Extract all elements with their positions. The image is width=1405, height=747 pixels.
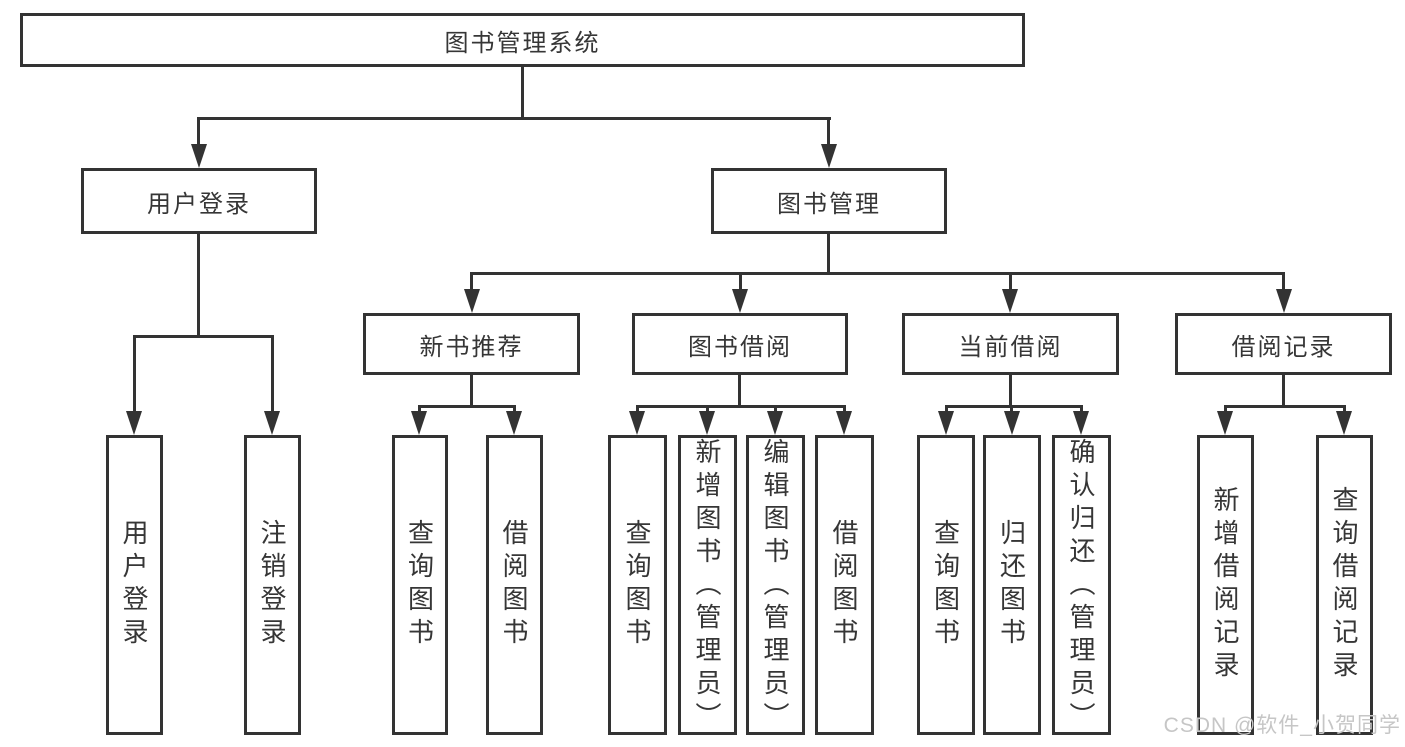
leaf-logout: 注销登录 xyxy=(244,435,301,735)
edge-stem xyxy=(738,375,741,407)
arrow-down-icon xyxy=(1217,411,1233,435)
edge-rail xyxy=(945,405,1083,408)
arrow-down-icon xyxy=(821,144,837,168)
edge-drop xyxy=(513,405,516,414)
arrow-down-icon xyxy=(767,411,783,435)
leaf-return-books: 归还图书 xyxy=(983,435,1041,735)
edge-root-stem xyxy=(521,67,524,119)
edge-drop xyxy=(827,117,830,147)
leaf-confirm-return-admin: 确认归还（管理员） xyxy=(1052,435,1111,735)
edge-rail xyxy=(1224,405,1346,408)
leaf-borrow-books-recommend: 借阅图书 xyxy=(486,435,543,735)
leaf-query-books-current: 查询图书 xyxy=(917,435,975,735)
edge-stem xyxy=(827,234,830,275)
arrow-down-icon xyxy=(464,289,480,313)
edge-drop xyxy=(1009,272,1012,292)
edge-drop xyxy=(133,335,136,413)
leaf-query-borrow-record: 查询借阅记录 xyxy=(1316,435,1373,735)
edge-drop xyxy=(1080,405,1083,414)
edge-drop xyxy=(271,335,274,413)
node-new-book-recommendation: 新书推荐 xyxy=(363,313,580,375)
edge-rail xyxy=(418,405,516,408)
watermark: CSDN @软件_小贺同学 xyxy=(1163,714,1401,737)
node-current-borrowing: 当前借阅 xyxy=(902,313,1119,375)
edge-drop xyxy=(945,405,948,414)
edge-drop xyxy=(739,272,742,292)
edge-stem xyxy=(197,234,200,338)
node-user-login: 用户登录 xyxy=(81,168,317,234)
leaf-add-books-admin: 新增图书（管理员） xyxy=(678,435,737,735)
arrow-down-icon xyxy=(411,411,427,435)
edge-rail xyxy=(636,405,846,408)
arrow-down-icon xyxy=(1276,289,1292,313)
edge-drop xyxy=(636,405,639,414)
edge-drop xyxy=(418,405,421,414)
edge-rail xyxy=(470,272,1285,275)
edge-rail xyxy=(133,335,274,338)
arrow-down-icon xyxy=(1002,289,1018,313)
edge-drop xyxy=(197,117,200,147)
leaf-user-login: 用户登录 xyxy=(106,435,163,735)
arrow-down-icon xyxy=(629,411,645,435)
arrow-down-icon xyxy=(938,411,954,435)
arrow-down-icon xyxy=(732,289,748,313)
leaf-add-borrow-record: 新增借阅记录 xyxy=(1197,435,1254,735)
edge-stem xyxy=(1282,375,1285,407)
arrow-down-icon xyxy=(836,411,852,435)
arrow-down-icon xyxy=(191,144,207,168)
edge-drop xyxy=(706,405,709,414)
edge-stem xyxy=(470,375,473,407)
node-borrowing-records: 借阅记录 xyxy=(1175,313,1392,375)
arrow-down-icon xyxy=(126,411,142,435)
edge-stem xyxy=(1009,375,1012,407)
edge-drop xyxy=(1343,405,1346,414)
node-system-root: 图书管理系统 xyxy=(20,13,1025,67)
arrow-down-icon xyxy=(1073,411,1089,435)
edge-root-rail xyxy=(197,117,831,120)
edge-drop xyxy=(1282,272,1285,292)
edge-drop xyxy=(470,272,473,292)
arrow-down-icon xyxy=(1336,411,1352,435)
edge-drop xyxy=(1010,405,1013,414)
arrow-down-icon xyxy=(1004,411,1020,435)
arrow-down-icon xyxy=(506,411,522,435)
leaf-borrow-books: 借阅图书 xyxy=(815,435,874,735)
arrow-down-icon xyxy=(699,411,715,435)
leaf-edit-books-admin: 编辑图书（管理员） xyxy=(746,435,805,735)
leaf-query-books-borrowing: 查询图书 xyxy=(608,435,667,735)
edge-drop xyxy=(843,405,846,414)
leaf-query-books-recommend: 查询图书 xyxy=(392,435,448,735)
arrow-down-icon xyxy=(264,411,280,435)
node-book-borrowing: 图书借阅 xyxy=(632,313,848,375)
edge-drop xyxy=(1224,405,1227,414)
node-book-management: 图书管理 xyxy=(711,168,947,234)
edge-drop xyxy=(774,405,777,414)
